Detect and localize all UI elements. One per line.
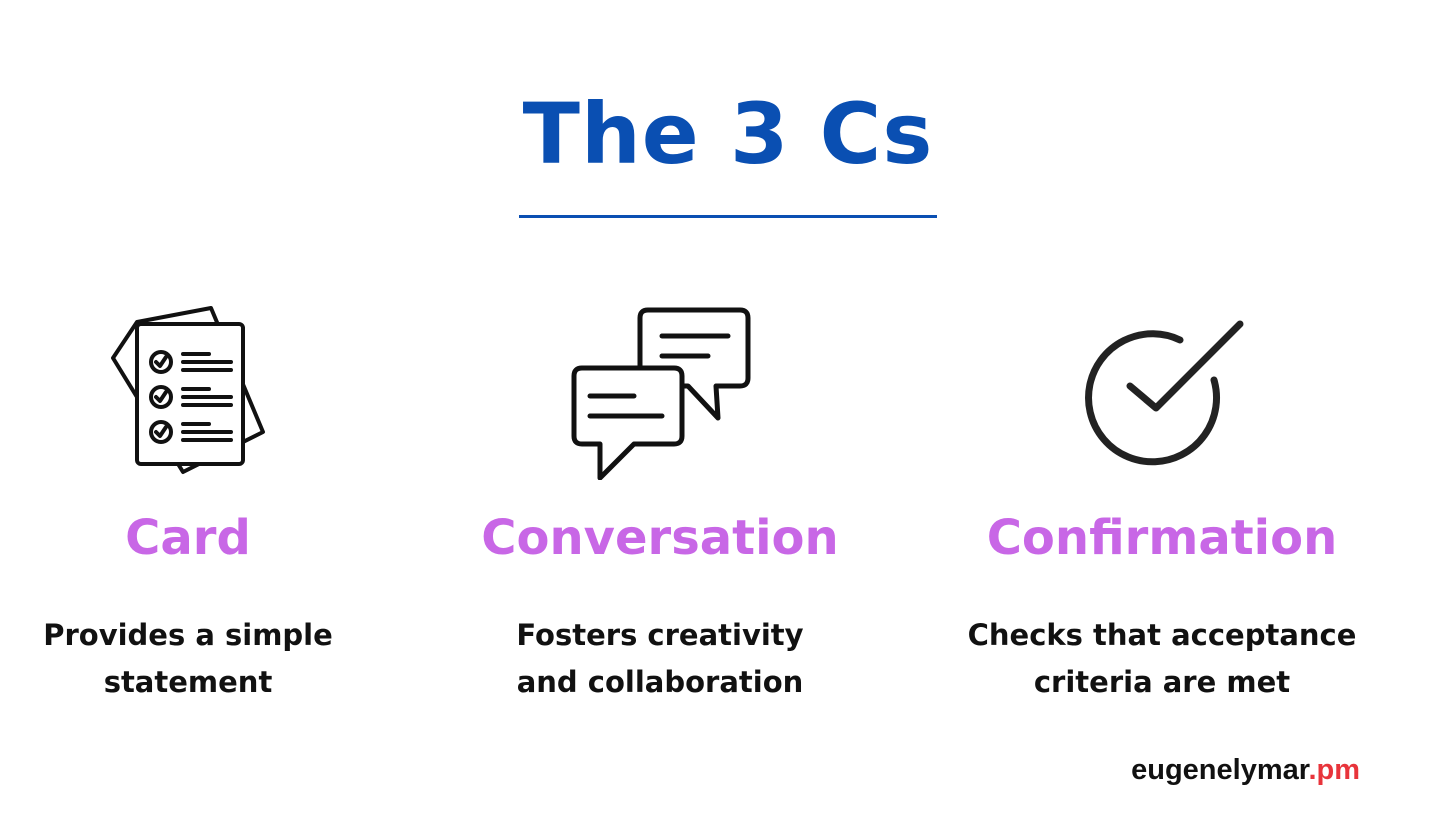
confirmation-description-line-1: Checks that acceptance (967, 618, 1357, 652)
card-description-line-2: statement (103, 665, 273, 699)
checklist-document-icon (0, 300, 408, 490)
confirmation-description-line-2: criteria are met (1033, 665, 1291, 699)
card-description: Provides a simple statement (0, 612, 408, 706)
page-title: The 3 Cs (522, 85, 934, 183)
site-watermark: eugenelymar.pm (1131, 752, 1360, 788)
conversation-heading: Conversation (481, 510, 839, 566)
chat-bubbles-icon (440, 300, 880, 490)
confirmation-heading: Confirmation (986, 510, 1338, 566)
card-heading: Card (125, 510, 251, 566)
conversation-description: Fosters creativity and collaboration (440, 612, 880, 706)
confirmation-description: Checks that acceptance criteria are met (942, 612, 1382, 706)
conversation-description-line-2: and collaboration (516, 665, 804, 699)
title-underline (519, 215, 937, 218)
conversation-description-line-1: Fosters creativity (516, 618, 804, 652)
watermark-tld: .pm (1308, 754, 1360, 786)
watermark-name: eugenelymar (1131, 754, 1309, 786)
card-description-line-1: Provides a simple (43, 618, 333, 652)
checkmark-circle-icon (942, 300, 1382, 490)
